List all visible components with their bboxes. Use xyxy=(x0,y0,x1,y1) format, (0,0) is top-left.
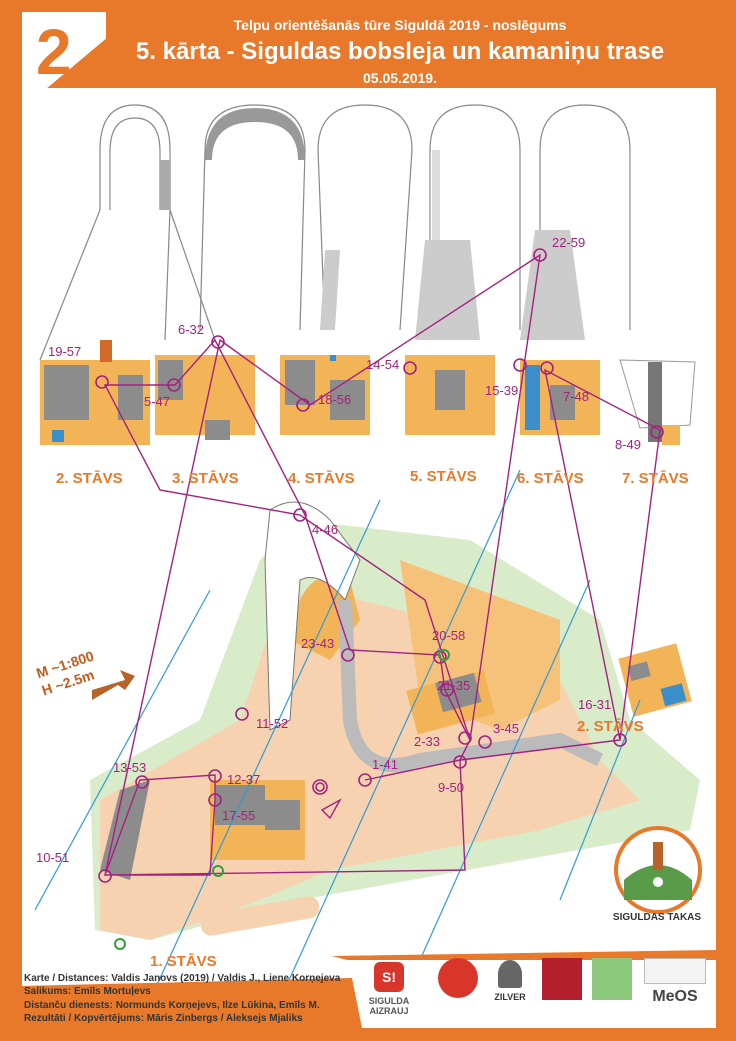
footer-shape xyxy=(22,950,716,1028)
control-label: 14-54 xyxy=(366,357,400,372)
meos-logo: MeOS xyxy=(642,958,708,1014)
zilver-logo-text: ZILVER xyxy=(494,992,526,1002)
floor-label-7: 7. STĀVS xyxy=(622,470,689,487)
credit-line: Distanču dienests: Normunds Korņejevs, I… xyxy=(24,999,320,1011)
control-label: 5-47 xyxy=(144,394,171,409)
credit-line: Salikums: Emīls Mortuļevs xyxy=(24,986,151,998)
control-label: 11-52 xyxy=(256,716,289,731)
sponsor-logos: S! SIGULDA AIZRAUJ ZILVER MeOS xyxy=(350,958,712,1024)
control-label: 18-56 xyxy=(318,392,352,407)
runner-icon xyxy=(624,842,692,900)
club-name: SIGULDAS TAKAS xyxy=(612,912,702,923)
floor-label-5: 5. STĀVS xyxy=(410,468,477,485)
ground-map xyxy=(90,501,700,940)
meos-logo-text: MeOS xyxy=(652,988,698,1005)
control-label: 3-45 xyxy=(493,721,520,736)
start-triangle xyxy=(320,798,342,820)
control-label: 23-43 xyxy=(301,636,335,651)
control-label: 16-31 xyxy=(578,697,612,712)
runner-logo xyxy=(590,958,634,1014)
control-label: 9-50 xyxy=(438,780,465,795)
leaf-logo xyxy=(540,958,584,1014)
track-curves xyxy=(39,104,631,361)
control-label: 7-48 xyxy=(563,389,590,404)
credit-line: Rezultāti / Kopvērtējums: Māris Zinbergs… xyxy=(24,1013,303,1025)
stage-number: 2 xyxy=(36,16,72,88)
control-label: 2-33 xyxy=(414,734,441,749)
floor-label-6: 6. STĀVS xyxy=(517,470,584,487)
event-date: 05.05.2019. xyxy=(363,70,437,86)
covered-curve xyxy=(205,108,305,160)
sigulda-district-logo xyxy=(436,958,480,1014)
sigulda-logo-text: SIGULDA AIZRAUJ xyxy=(368,996,410,1016)
control-label: 13-53 xyxy=(113,760,147,775)
floor-label-4: 4. STĀVS xyxy=(288,470,355,487)
sponsors-label: Atbalsta: xyxy=(510,943,558,955)
control-label: 17-55 xyxy=(222,808,256,823)
north-arrow-icon xyxy=(92,670,135,700)
credit-line: Karte / Distances: Valdis Janovs (2019) … xyxy=(24,973,341,984)
control-circles xyxy=(95,248,664,883)
control-label: 12-37 xyxy=(227,772,261,787)
map-credits: Karte / Distances: Valdis Janovs (2019) … xyxy=(24,972,340,1026)
control-label: 10-51 xyxy=(36,850,70,865)
control-label: 8-49 xyxy=(615,437,642,452)
stage-title: 5. kārta - Siguldas bobsleja un kamaniņu… xyxy=(135,38,665,65)
floor-label-3: 3. STĀVS xyxy=(172,470,239,487)
course-lines xyxy=(103,253,661,876)
green-markers xyxy=(114,649,450,950)
control-label: 6-32 xyxy=(178,322,205,337)
sigulda-logo: S! SIGULDA AIZRAUJ xyxy=(350,958,428,1016)
event-title: Telpu orientēšanās tūre Siguldā 2019 - n… xyxy=(233,17,567,33)
magnetic-north-lines xyxy=(34,469,641,1001)
club-logo xyxy=(614,826,702,914)
control-label: 15-39 xyxy=(485,383,519,398)
floor-label-1: 1. STĀVS xyxy=(150,953,217,970)
control-label: 4-46 xyxy=(312,522,339,537)
control-label: 1-41 xyxy=(372,757,399,772)
floor-label-2b: 2. STĀVS xyxy=(577,718,644,735)
control-label: 19-57 xyxy=(48,344,82,359)
zilver-logo: ZILVER xyxy=(486,958,534,1014)
control-label: 22-59 xyxy=(552,235,586,250)
control-label: 21-35 xyxy=(437,678,471,693)
floor-label-2: 2. STĀVS xyxy=(56,470,123,487)
control-label: 20-58 xyxy=(432,628,466,643)
